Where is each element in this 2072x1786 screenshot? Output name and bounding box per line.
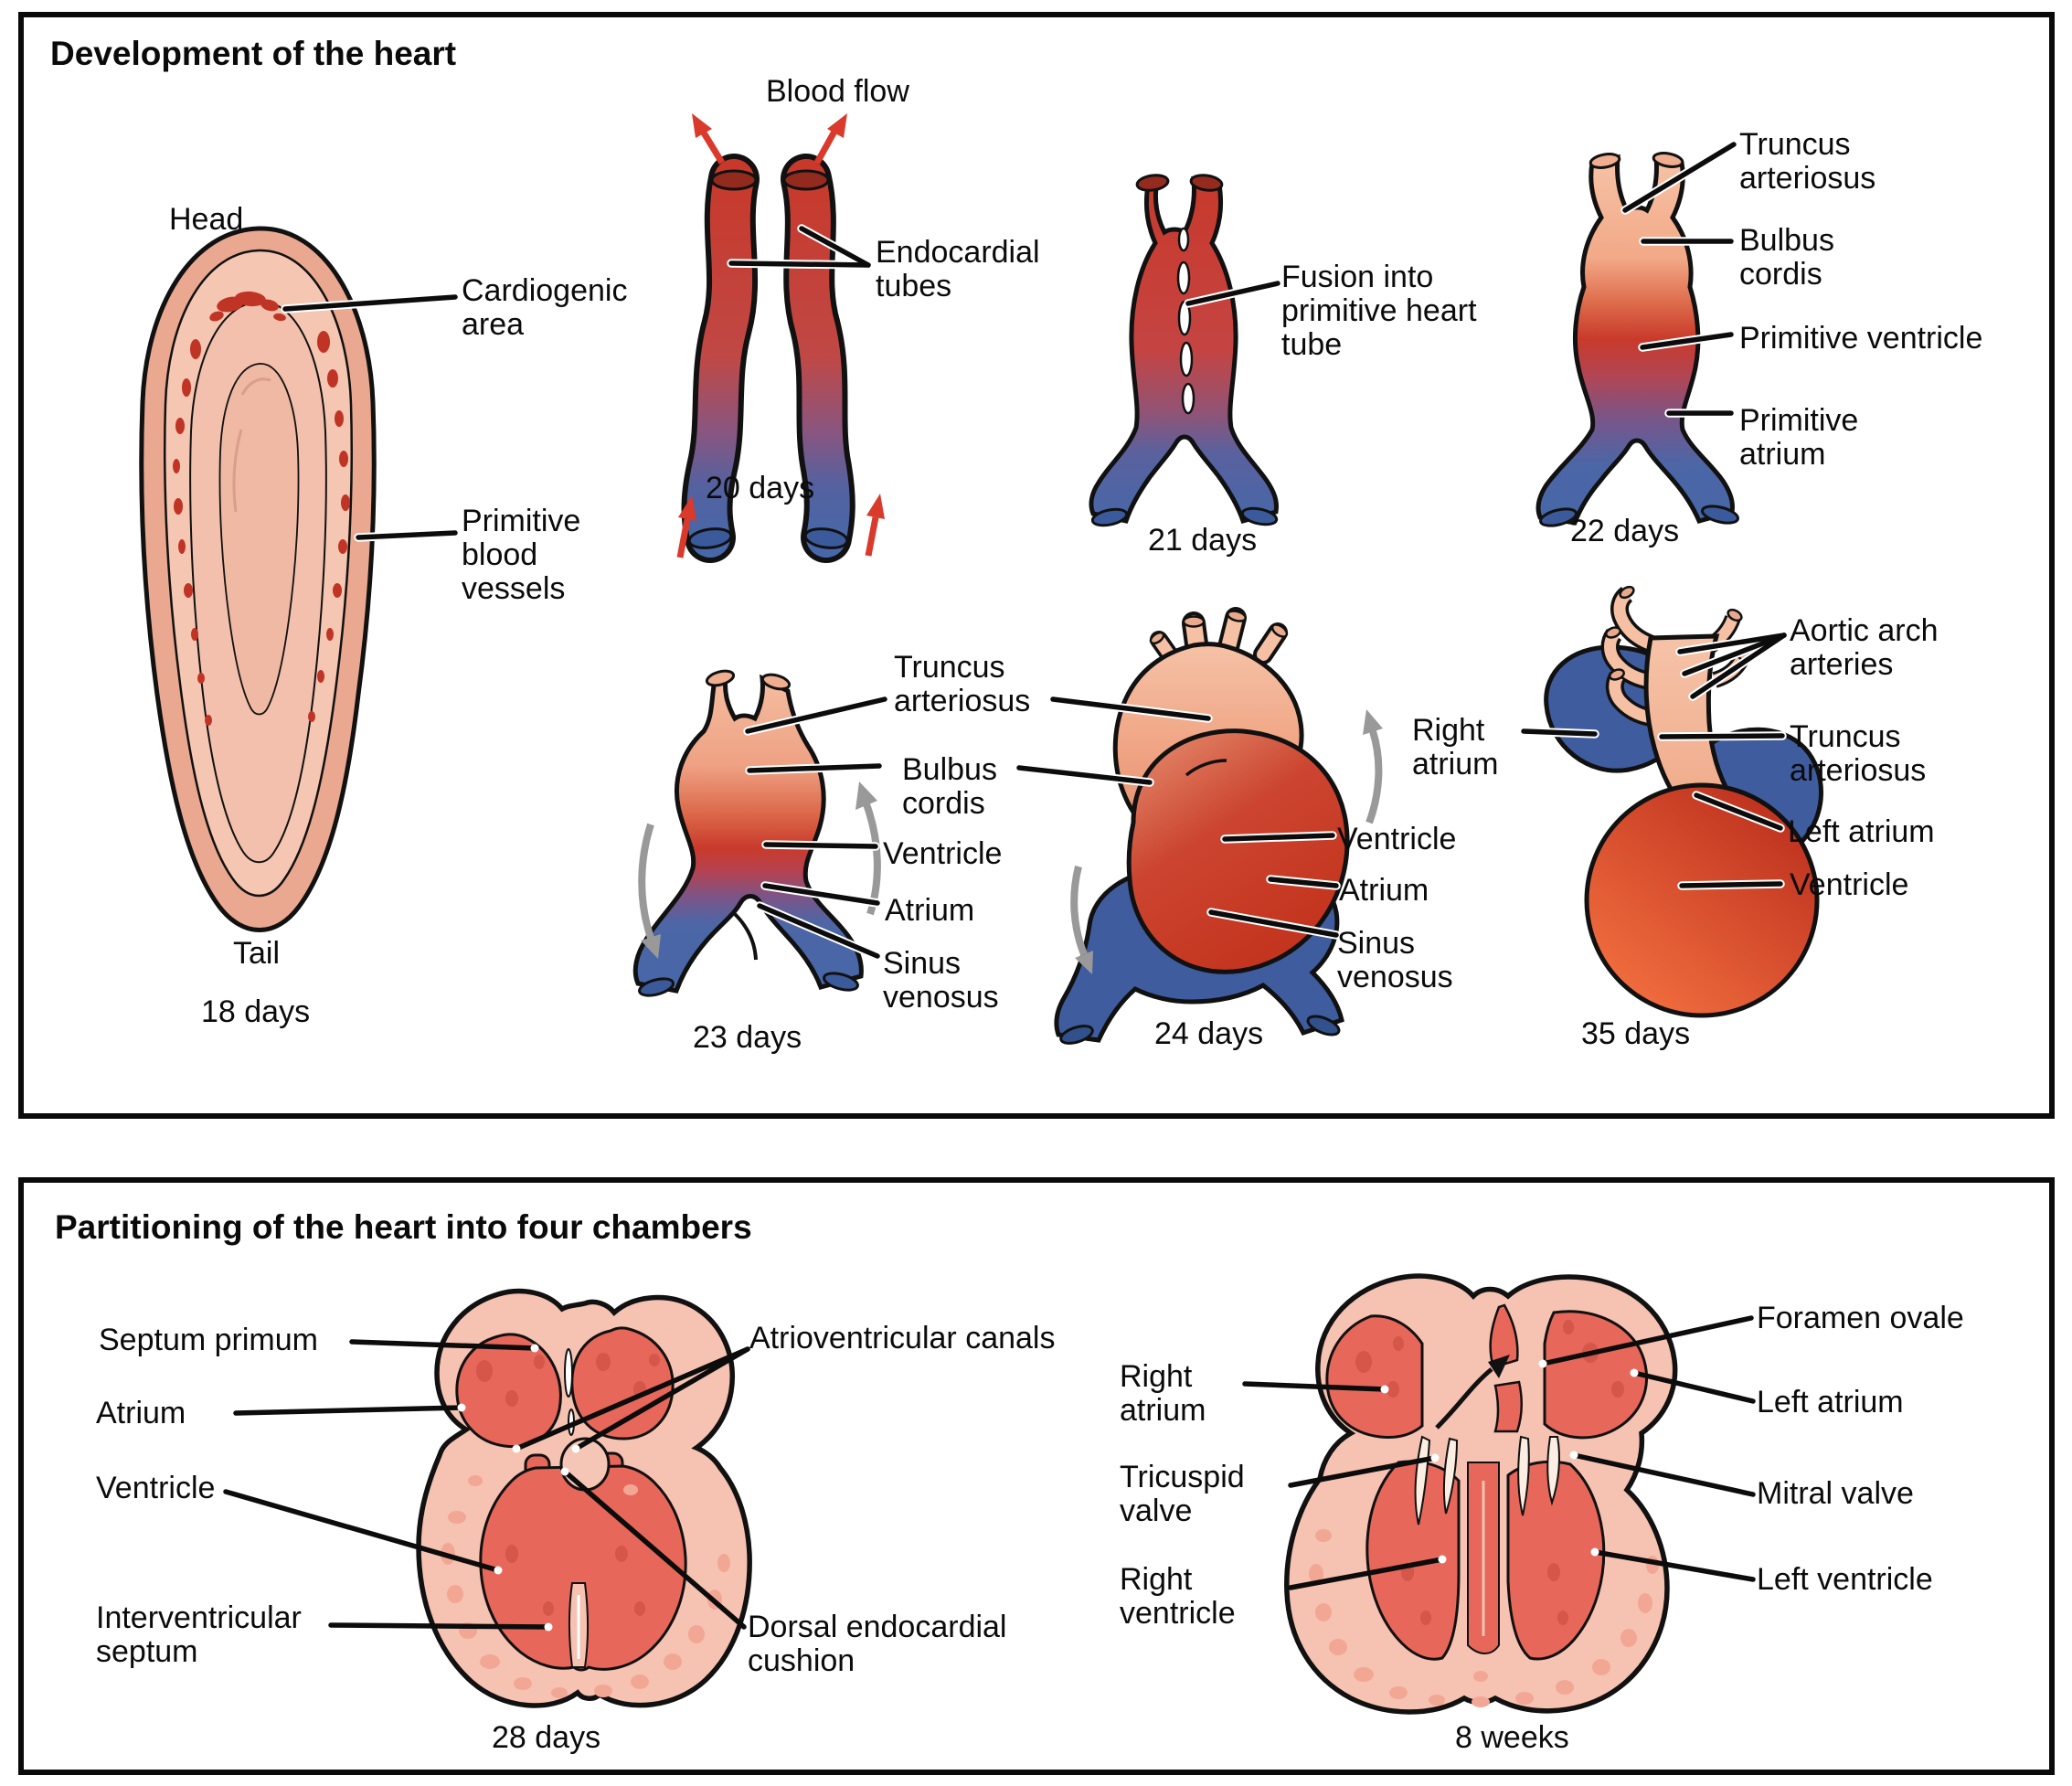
label-truncus-arteriosus-35d: Truncus arteriosus <box>1790 719 1927 789</box>
caption-23-days: 23 days <box>693 1020 802 1055</box>
label-right-atrium-8w: Right atrium <box>1120 1359 1206 1429</box>
heart-35-days-illustration <box>1544 585 1823 1018</box>
label-right-ventricle: Right ventricle <box>1120 1562 1236 1632</box>
caption-35-days: 35 days <box>1581 1016 1691 1051</box>
label-foramen-ovale: Foramen ovale <box>1757 1301 1964 1335</box>
heart-22-days-illustration <box>1535 152 1740 527</box>
embryo-18-days-illustration <box>139 226 377 932</box>
label-primitive-atrium: Primitive atrium <box>1739 403 1859 473</box>
panel2-title: Partitioning of the heart into four cham… <box>55 1208 752 1246</box>
label-bulbus-cordis-22d: Bulbus cordis <box>1739 223 1834 292</box>
label-cardiogenic-area: Cardiogenic area <box>462 273 628 343</box>
label-primitive-blood-vessels: Primitive blood vessels <box>462 504 581 607</box>
label-bulbus-cordis-23d: Bulbus cordis <box>902 752 997 822</box>
label-interventricular-septum: Interventricular septum <box>96 1600 302 1670</box>
label-truncus-arteriosus-23d: Truncus arteriosus <box>894 650 1031 719</box>
label-ventricle-28d: Ventricle <box>96 1471 216 1505</box>
label-head: Head <box>169 202 244 237</box>
caption-24-days: 24 days <box>1154 1016 1264 1051</box>
wall-spots-8w <box>1309 1529 1659 1707</box>
panel1-title: Development of the heart <box>50 35 457 72</box>
primitive-blood-vessel-dots <box>173 331 350 726</box>
label-mitral-valve: Mitral valve <box>1757 1476 1914 1511</box>
label-endocardial-tubes: Endocardial tubes <box>876 235 1040 304</box>
atrial-trabeculae-spots <box>476 1353 660 1616</box>
cardiogenic-area-blobs <box>209 291 286 322</box>
label-ventricle-35d: Ventricle <box>1790 867 1909 902</box>
label-tricuspid-valve: Tricuspid valve <box>1120 1460 1245 1529</box>
heart-23-days-illustration <box>632 669 881 997</box>
leader-line-tips <box>457 1344 1639 1632</box>
heart-24-days-illustration <box>1054 607 1383 1045</box>
label-right-atrium-35d: Right atrium <box>1412 713 1499 782</box>
label-left-atrium-35d: Left atrium <box>1788 814 1935 849</box>
label-ventricle-24d: Ventricle <box>1337 822 1457 856</box>
label-left-ventricle: Left ventricle <box>1757 1562 1933 1597</box>
label-truncus-arteriosus-22d: Truncus arteriosus <box>1739 127 1876 197</box>
panel-partitioning-four-chambers <box>18 1177 2055 1775</box>
heart-28-days-illustration <box>416 1288 752 1708</box>
label-atrium-28d: Atrium <box>96 1396 186 1430</box>
label-sinus-venosus-23d: Sinus venosus <box>883 946 999 1015</box>
heart-8-weeks-illustration <box>1284 1273 1678 1715</box>
label-atrioventricular-canals: Atrioventricular canals <box>749 1321 1056 1355</box>
caption-22-days: 22 days <box>1570 514 1680 548</box>
atrial-spots-8w <box>1355 1320 1624 1625</box>
label-aortic-arch-arteries: Aortic arch arteries <box>1790 613 1939 683</box>
caption-21-days: 21 days <box>1148 523 1258 558</box>
heart-21-days-illustration <box>1089 174 1279 527</box>
label-tail: Tail <box>233 936 281 971</box>
caption-18-days: 18 days <box>201 994 311 1029</box>
caption-8-weeks: 8 weeks <box>1455 1720 1569 1755</box>
blood-flow-arrows <box>676 113 885 558</box>
label-left-atrium-8w: Left atrium <box>1757 1385 1904 1419</box>
label-sinus-venosus-24d: Sinus venosus <box>1337 926 1453 995</box>
label-primitive-ventricle: Primitive ventricle <box>1739 321 1983 356</box>
looping-rotation-arrows-24d <box>1070 709 1383 974</box>
endocardial-tubes-20-days-illustration <box>676 113 885 563</box>
label-fusion-into-primitive-heart-tube: Fusion into primitive heart tube <box>1281 260 1477 363</box>
caption-28-days: 28 days <box>492 1720 601 1755</box>
foramen-ovale-flow-arrow <box>1435 1355 1510 1430</box>
label-septum-primum: Septum primum <box>99 1323 318 1357</box>
label-dorsal-endocardial-cushion: Dorsal endocardial cushion <box>748 1610 1007 1679</box>
leader-lines <box>223 140 1789 1632</box>
caption-20-days: 20 days <box>706 471 815 505</box>
fusion-slits <box>1176 227 1195 415</box>
label-ventricle-23d: Ventricle <box>883 836 1003 871</box>
label-atrium-24d: Atrium <box>1339 873 1429 908</box>
label-atrium-23d: Atrium <box>885 893 975 928</box>
label-blood-flow: Blood flow <box>766 74 909 109</box>
